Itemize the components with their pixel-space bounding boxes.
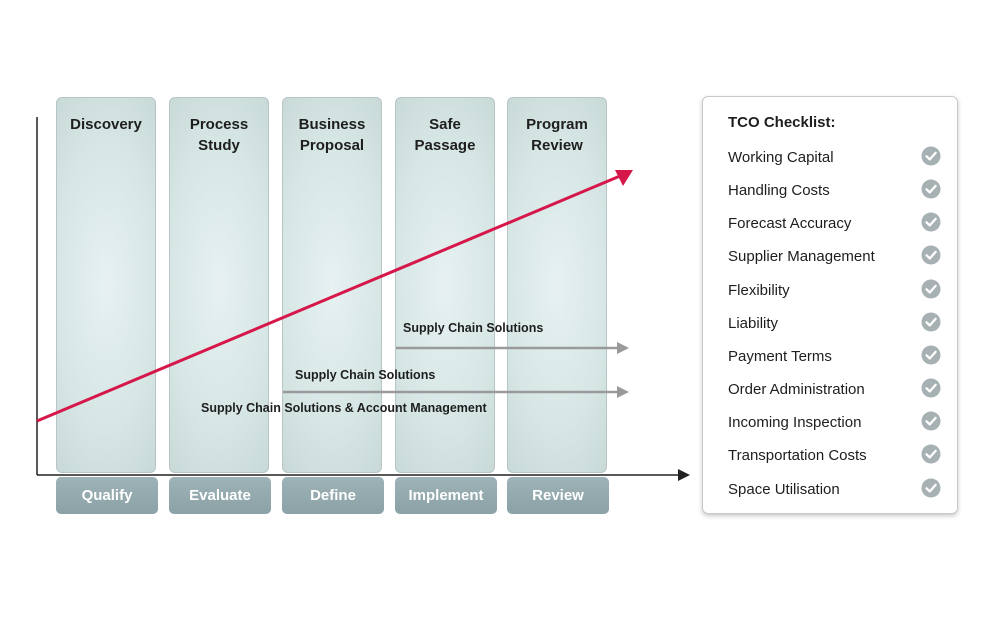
checkmark-icon xyxy=(921,279,941,299)
stage-title: Safe Passage xyxy=(396,114,494,156)
checklist-item-label: Forecast Accuracy xyxy=(728,215,852,232)
checklist-item: Working Capital xyxy=(728,146,950,170)
stage-title: Business Proposal xyxy=(283,114,381,156)
phase-review: Review xyxy=(507,477,609,514)
checklist-item-label: Transportation Costs xyxy=(728,447,867,464)
stage-title-line: Review xyxy=(531,137,583,154)
x-axis-arrowhead xyxy=(678,469,690,481)
checklist-item: Flexibility xyxy=(728,279,950,303)
checklist-item: Transportation Costs xyxy=(728,444,950,468)
checkmark-icon xyxy=(921,411,941,431)
checklist-item-label: Payment Terms xyxy=(728,348,832,365)
checklist-item: Order Administration xyxy=(728,378,950,402)
checklist-item: Forecast Accuracy xyxy=(728,212,950,236)
phase-qualify: Qualify xyxy=(56,477,158,514)
checkmark-icon xyxy=(921,444,941,464)
stage-title-line: Process xyxy=(189,116,249,133)
checklist-item: Incoming Inspection xyxy=(728,411,950,435)
checklist-item: Payment Terms xyxy=(728,345,950,369)
stage-title: Program Review xyxy=(508,114,606,156)
checkmark-icon xyxy=(921,312,941,332)
checkmark-icon xyxy=(921,179,941,199)
checklist-item: Supplier Management xyxy=(728,245,950,269)
phase-define: Define xyxy=(282,477,384,514)
checklist-item-label: Supplier Management xyxy=(728,248,875,265)
stage-title: Discovery xyxy=(57,114,155,135)
checklist-title: TCO Checklist: xyxy=(728,114,836,131)
checkmark-icon xyxy=(921,378,941,398)
trend-arrowhead xyxy=(615,170,633,186)
checkmark-icon xyxy=(921,478,941,498)
flow-label: Supply Chain Solutions xyxy=(403,321,544,335)
tco-checklist-panel: TCO Checklist: Working Capital Handling … xyxy=(702,96,958,514)
checklist-item-label: Liability xyxy=(728,315,779,332)
stage-title-line: Program xyxy=(526,116,588,133)
checklist-item-label: Order Administration xyxy=(728,381,865,398)
checklist-item: Liability xyxy=(728,312,950,336)
stage-title-line: Discovery xyxy=(70,116,142,133)
phase-evaluate: Evaluate xyxy=(169,477,271,514)
checklist-item-label: Incoming Inspection xyxy=(728,414,862,431)
flow-label: Supply Chain Solutions xyxy=(295,368,436,382)
checklist-item: Handling Costs xyxy=(728,179,950,203)
checklist-item-label: Space Utilisation xyxy=(728,481,840,498)
stage-column-business-proposal: Business Proposal xyxy=(282,97,382,473)
stage-title-line: Proposal xyxy=(299,137,365,154)
checkmark-icon xyxy=(921,212,941,232)
checkmark-icon xyxy=(921,146,941,166)
checklist-item-label: Handling Costs xyxy=(728,182,830,199)
stage-title-line: Business xyxy=(298,116,366,133)
checklist-item: Space Utilisation xyxy=(728,478,950,502)
stage-title: Process Study xyxy=(170,114,268,156)
phase-implement: Implement xyxy=(395,477,497,514)
checklist-item-label: Working Capital xyxy=(728,149,834,166)
checkmark-icon xyxy=(921,345,941,365)
flow-arrowhead xyxy=(617,342,629,354)
flow-label: Supply Chain Solutions & Account Managem… xyxy=(201,401,487,415)
checklist-item-label: Flexibility xyxy=(728,282,790,299)
stage-column-discovery: Discovery xyxy=(56,97,156,473)
checkmark-icon xyxy=(921,245,941,265)
stage-title-line: Safe xyxy=(429,116,461,133)
stage-column-program-review: Program Review xyxy=(507,97,607,473)
stage-title-line: Study xyxy=(198,137,240,154)
stage-column-process-study: Process Study xyxy=(169,97,269,473)
stage-title-line: Passage xyxy=(414,137,476,154)
stage-column-safe-passage: Safe Passage xyxy=(395,97,495,473)
trend-arrow xyxy=(36,174,621,423)
flow-arrowhead xyxy=(617,386,629,398)
